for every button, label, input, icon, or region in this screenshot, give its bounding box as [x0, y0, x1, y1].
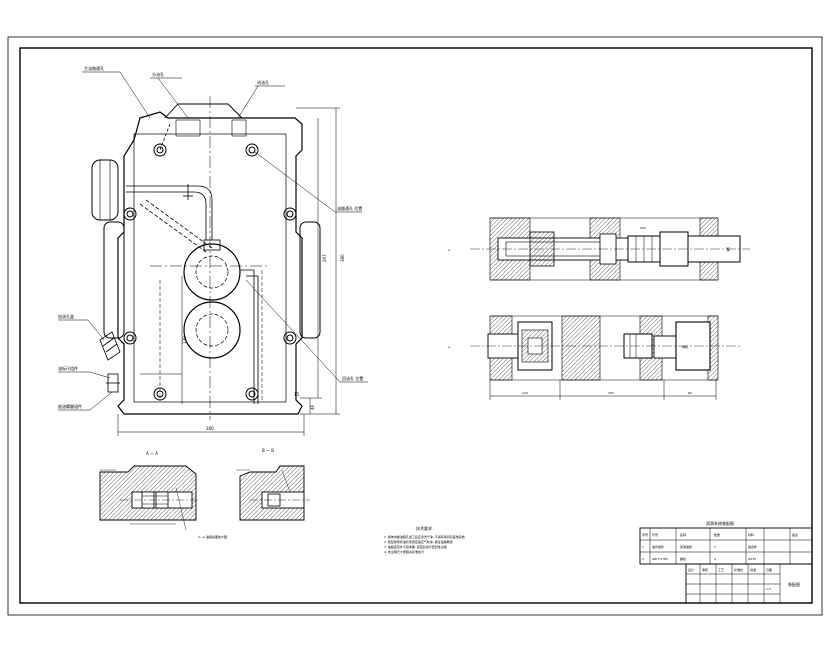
right-lug	[299, 221, 321, 339]
row1-cell-2: 油管组件	[652, 544, 664, 549]
tech-req-title: 技术要求	[416, 525, 432, 531]
header-cell-6: 备注	[792, 532, 798, 537]
title-block	[639, 527, 813, 604]
row2-cell-5: Q235	[748, 557, 756, 561]
title-block-scale: 1:2	[766, 587, 771, 591]
row1-cell-3: 润滑油泵	[680, 544, 692, 549]
pump-section-upper: α	[448, 217, 750, 281]
callout-drain-plug-assembly: 放油螺塞组件	[58, 403, 82, 409]
section-aa-title: A — A	[146, 451, 158, 456]
row1-cell-5: 组合件	[748, 544, 757, 549]
inner-border	[19, 47, 813, 604]
tech-req-line-1: 1. 箱体内壁油路孔加工后应清洗干净, 不得有铁屑及其他杂质	[384, 534, 465, 539]
title-block-header-row: 序号 代号 名称 数量 材料 备注	[642, 532, 798, 537]
sign-cell-3: 工艺	[718, 567, 724, 572]
dim-inner-left: 130	[182, 336, 187, 344]
upper-bearing-bore	[183, 243, 241, 301]
title-block-sheet-name: 装配图	[788, 581, 800, 587]
callout-distribution-hole: 分油孔	[152, 71, 164, 77]
section-bb-title: B — B	[262, 448, 274, 453]
header-cell-2: 代号	[652, 532, 658, 537]
motor-label: 电机	[682, 344, 688, 349]
sign-cell-2: 审核	[702, 567, 708, 572]
callout-inlet-hole: 进油孔	[257, 79, 269, 85]
title-block-row-2: 2 GB/T 5783 螺栓 4 Q235	[642, 556, 756, 561]
header-cell-5: 材料	[748, 532, 754, 537]
lower-bearing-bore	[183, 301, 241, 359]
dim-upper-height: 267	[322, 254, 327, 262]
title-block-drawing-title: 润滑系统装配图	[706, 520, 734, 526]
sign-cell-6: 日期	[766, 567, 772, 572]
section-aa: A — A	[99, 451, 200, 531]
oil-passages	[126, 123, 259, 404]
row2-cell-4: 4	[714, 557, 716, 561]
callout-oil-passage-position: 油路通孔 位置	[337, 205, 362, 211]
leader-lines	[58, 71, 368, 411]
row2-cell-1: 2	[642, 557, 644, 561]
casing-outline	[117, 111, 303, 415]
sign-cell-1: 设计	[688, 567, 694, 572]
callout-main-oil-hole: 主油路通孔	[84, 65, 104, 71]
svg-text:α: α	[448, 248, 450, 252]
row1-cell-4: 1	[714, 545, 716, 549]
sign-cell-4: 标准化	[734, 567, 743, 572]
tech-req-line-3: 3. 油路连接处不得渗漏, 装配后进行密封性试验	[384, 544, 447, 549]
dim-bottom-offset: 46	[310, 404, 315, 410]
left-lug	[103, 221, 125, 339]
outer-border	[7, 36, 823, 616]
pump-dim-2: 205	[608, 391, 614, 395]
dimension-lines	[117, 107, 340, 436]
gearbox-main-view	[58, 71, 368, 436]
header-cell-1: 序号	[642, 532, 648, 537]
dim-overall-height: 380	[340, 254, 345, 262]
pump-dim-1: 120	[522, 391, 528, 395]
left-boss	[91, 159, 119, 221]
section-aa-note: A—A 油路截面放大图	[198, 534, 227, 539]
dim-overall-width: 280	[206, 426, 214, 431]
header-cell-3: 名称	[680, 532, 686, 537]
top-boss	[164, 103, 243, 119]
tech-req-line-2: 2. 装配前所有油管须用压缩空气吹净, 保证油路畅通	[384, 539, 453, 544]
row2-cell-3: 螺栓	[680, 556, 686, 561]
tech-req-line-4: 4. 未注明尺寸按相关标准执行	[384, 549, 424, 554]
title-block-sign-row: 设计 审核 工艺 标准化 批准 日期	[688, 567, 772, 572]
left-pipe-fitting	[99, 331, 121, 393]
sign-cell-5: 批准	[750, 567, 756, 572]
section-bb: B — B	[236, 448, 310, 521]
main-view-callouts: 主油路通孔 分油孔 进油孔 油路通孔 位置 回油孔 位置 加油孔盖 油标尺组件 …	[58, 65, 363, 431]
title-block-row-1: 1 油管组件 润滑油泵 1 组合件	[642, 544, 757, 549]
row2-cell-2: GB/T 5783	[652, 557, 668, 561]
dim-side: 15	[294, 392, 300, 397]
callout-dipstick-assembly: 油标尺组件	[58, 365, 78, 371]
technical-requirements: 技术要求 1. 箱体内壁油路孔加工后应清洗干净, 不得有铁屑及其他杂质 2. 装…	[384, 525, 465, 554]
pump-label: 泵	[726, 247, 730, 252]
pump-dim-3: 60	[688, 391, 692, 395]
header-cell-4: 数量	[714, 532, 720, 537]
bolt-holes	[123, 143, 297, 401]
callout-filler-cap: 加油孔盖	[58, 313, 74, 319]
row1-cell-1: 1	[642, 545, 644, 549]
svg-text:α: α	[448, 345, 450, 349]
pump-section-lower: α	[448, 315, 740, 400]
callout-return-hole-position: 回油孔 位置	[342, 375, 363, 381]
